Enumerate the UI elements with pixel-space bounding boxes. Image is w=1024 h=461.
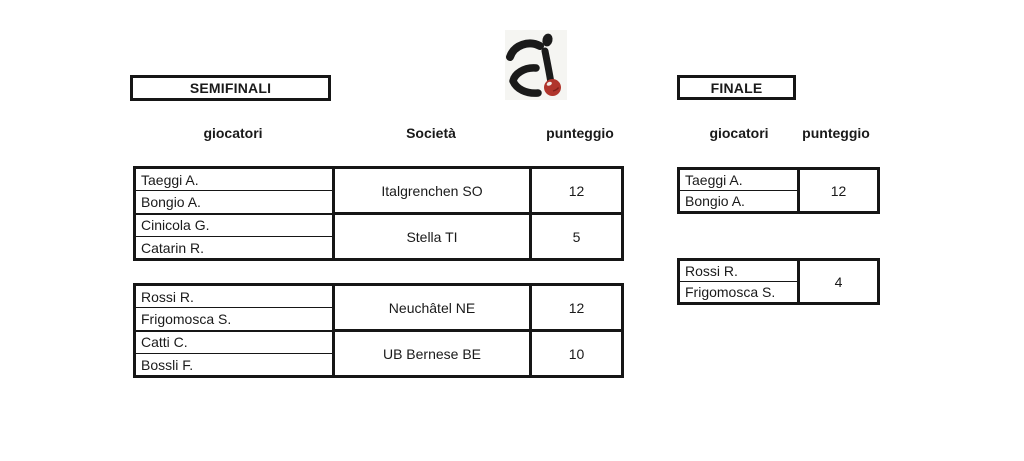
final-title-box: FINALE	[677, 75, 796, 100]
table-row: Frigomosca S.	[678, 281, 879, 304]
final-score-header: punteggio	[802, 125, 870, 141]
table-row: Bongio A.	[134, 190, 623, 214]
final-team-2-table: Rossi R. 4 Frigomosca S.	[677, 258, 880, 305]
semifinals-players-header: giocatori	[203, 125, 263, 141]
player-cell: Catti C.	[134, 329, 334, 354]
table-row: Rossi R. Neuchâtel NE 12	[134, 283, 624, 332]
figure-leg	[509, 64, 542, 97]
semifinals-society-header: Società	[406, 125, 456, 141]
player-cell: Cinicola G.	[134, 212, 334, 237]
table-row: Catarin R.	[134, 236, 623, 260]
semifinals-score-header: punteggio	[546, 125, 614, 141]
table-row: Taeggi A. 12	[678, 167, 880, 214]
ball-highlight	[546, 81, 552, 86]
society-cell: Stella TI	[332, 212, 532, 261]
player-cell: Bongio A.	[134, 190, 334, 214]
table-row: Taeggi A. Italgrenchen SO 12	[134, 166, 624, 215]
table-row: Rossi R. 4	[678, 258, 880, 305]
final-title: FINALE	[710, 79, 763, 96]
semifinal-match-2-table: Rossi R. Neuchâtel NE 12 Frigomosca S. C…	[133, 283, 624, 378]
final-team-1-table: Taeggi A. 12 Bongio A.	[677, 167, 880, 214]
score-cell: 12	[529, 166, 624, 215]
figure-head	[542, 33, 553, 47]
score-cell: 5	[529, 212, 624, 261]
table-row: Cinicola G. Stella TI 5	[134, 212, 624, 261]
player-cell: Taeggi A.	[134, 167, 334, 191]
score-cell: 12	[529, 283, 624, 332]
ball-shading	[552, 87, 560, 92]
score-cell: 10	[529, 329, 624, 378]
table-row: Bongio A.	[678, 190, 879, 213]
player-cell: Rossi R.	[678, 259, 799, 282]
player-cell: Rossi R.	[134, 284, 334, 308]
table-row: Bossli F.	[134, 353, 623, 377]
table-row: Catti C. UB Bernese BE 10	[134, 329, 624, 378]
player-cell: Frigomosca S.	[134, 307, 334, 331]
society-cell: UB Bernese BE	[332, 329, 532, 378]
score-cell: 4	[797, 258, 880, 305]
figure-arm-swing	[506, 39, 544, 61]
player-cell: Catarin R.	[134, 236, 334, 260]
player-cell: Bongio A.	[678, 190, 799, 213]
bocce-player-icon	[505, 30, 567, 100]
player-cell: Bossli F.	[134, 353, 334, 377]
player-cell: Taeggi A.	[678, 168, 799, 191]
final-players-header: giocatori	[709, 125, 769, 141]
semifinal-match-1-table: Taeggi A. Italgrenchen SO 12 Bongio A. C…	[133, 166, 624, 261]
figure-arm-down	[541, 47, 554, 84]
score-cell: 12	[797, 167, 880, 214]
player-cell: Frigomosca S.	[678, 281, 799, 304]
society-cell: Neuchâtel NE	[332, 283, 532, 332]
society-cell: Italgrenchen SO	[332, 166, 532, 215]
semifinals-title-box: SEMIFINALI	[130, 75, 331, 101]
semifinals-title: SEMIFINALI	[189, 80, 272, 96]
